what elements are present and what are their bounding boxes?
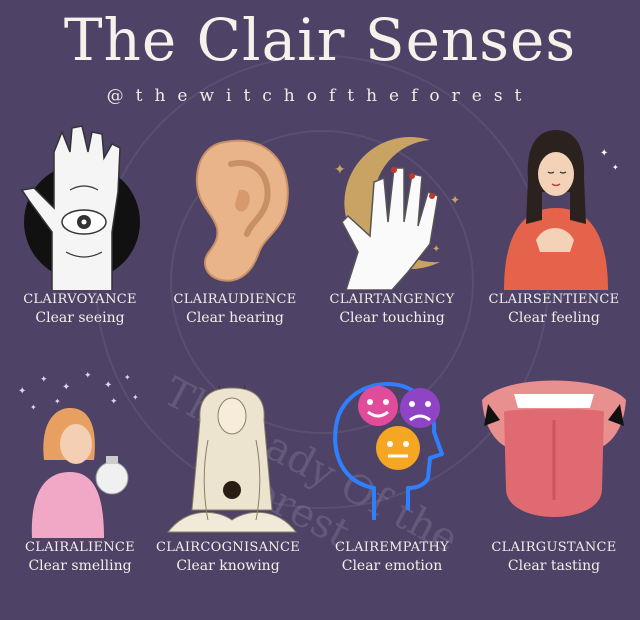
palm-eye-icon [20, 125, 140, 290]
svg-text:✦: ✦ [124, 373, 131, 382]
sense-desc: Clear touching [339, 310, 445, 326]
sense-desc: Clear hearing [186, 310, 284, 326]
svg-text:✦: ✦ [104, 380, 112, 391]
svg-text:✦: ✦ [18, 386, 26, 397]
svg-text:✦: ✦ [84, 371, 92, 381]
sense-desc: Clear seeing [35, 310, 125, 326]
svg-text:✦: ✦ [432, 244, 440, 255]
sense-card-clairsentience: ✦ ✦ CLAIRSENTIENCE Clear feeling [474, 112, 634, 372]
sense-card-clairempathy: CLAIREMPATHY Clear emotion [312, 360, 472, 620]
sense-name: CLAIRVOYANCE [23, 292, 137, 307]
ear-icon [195, 139, 289, 282]
svg-text:✦: ✦ [30, 403, 37, 412]
svg-text:✦: ✦ [600, 148, 608, 159]
svg-text:✦: ✦ [40, 375, 48, 385]
head-emotions-icon [333, 382, 444, 520]
sense-name: CLAIREMPATHY [334, 540, 450, 555]
svg-text:✦: ✦ [62, 382, 70, 393]
sense-desc: Clear smelling [28, 558, 132, 574]
svg-text:✦: ✦ [54, 397, 61, 406]
sense-card-clairtangency: ✦ ✦ ✦ CLAIRTANGENCY Clear touching [312, 112, 472, 372]
hand-moon-icon: ✦ ✦ ✦ [334, 137, 460, 290]
woman-smelling-icon: ✦✦ ✦✦ ✦✦ ✦✦ ✦✦ [18, 371, 139, 538]
sense-desc: Clear tasting [507, 558, 601, 574]
svg-text:✦: ✦ [334, 162, 346, 178]
sense-desc: Clear emotion [341, 558, 443, 574]
meditating-goddess-icon [166, 382, 298, 533]
sense-card-clairaudience: CLAIRAUDIENCE Clear hearing [155, 112, 315, 372]
sense-card-claircognisance: CLAIRCOGNISANCE Clear knowing [148, 360, 308, 620]
sense-name: CLAIRCOGNISANCE [156, 540, 300, 555]
tongue-icon [482, 380, 626, 517]
sense-card-clairalience: ✦✦ ✦✦ ✦✦ ✦✦ ✦✦ CLAIRALIENCE Clear smelli… [0, 360, 160, 620]
sense-card-clairgustance: CLAIRGUSTANCE Clear tasting [474, 360, 634, 620]
author-handle: @thewitchoftheforest [106, 86, 534, 106]
page-title: The Clair Senses [63, 6, 577, 74]
svg-text:✦: ✦ [612, 163, 619, 172]
woman-heart-icon: ✦ ✦ [504, 130, 619, 290]
sense-name: CLAIRGUSTANCE [491, 540, 617, 555]
svg-text:✦: ✦ [132, 393, 139, 402]
sense-name: CLAIRAUDIENCE [173, 292, 297, 307]
sense-card-clairvoyance: CLAIRVOYANCE Clear seeing [0, 112, 160, 372]
sense-name: CLAIRALIENCE [25, 540, 135, 555]
sense-name: CLAIRSENTIENCE [488, 292, 620, 307]
sense-desc: Clear feeling [508, 310, 600, 326]
sense-desc: Clear knowing [176, 558, 280, 574]
svg-text:✦: ✦ [450, 193, 460, 207]
svg-text:✦: ✦ [110, 397, 118, 407]
sense-name: CLAIRTANGENCY [329, 292, 455, 307]
background-ring-inner [170, 130, 474, 434]
